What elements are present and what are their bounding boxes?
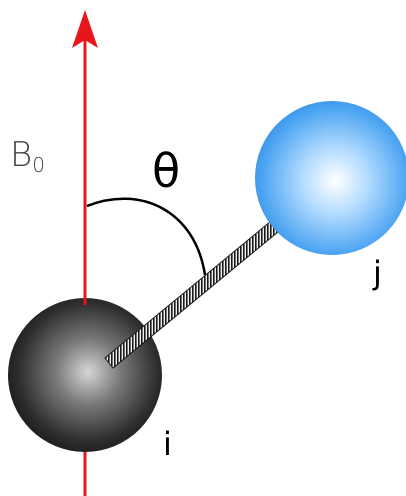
field-arrow-head <box>72 10 98 48</box>
atom-i-label: i <box>163 425 172 463</box>
field-label: B0 <box>10 135 45 177</box>
atom-j-sphere <box>255 101 406 255</box>
atom-i-sphere <box>8 298 162 452</box>
angle-label: θ <box>152 144 180 198</box>
angle-arc <box>86 197 207 276</box>
atom-j-label: j <box>372 254 382 292</box>
